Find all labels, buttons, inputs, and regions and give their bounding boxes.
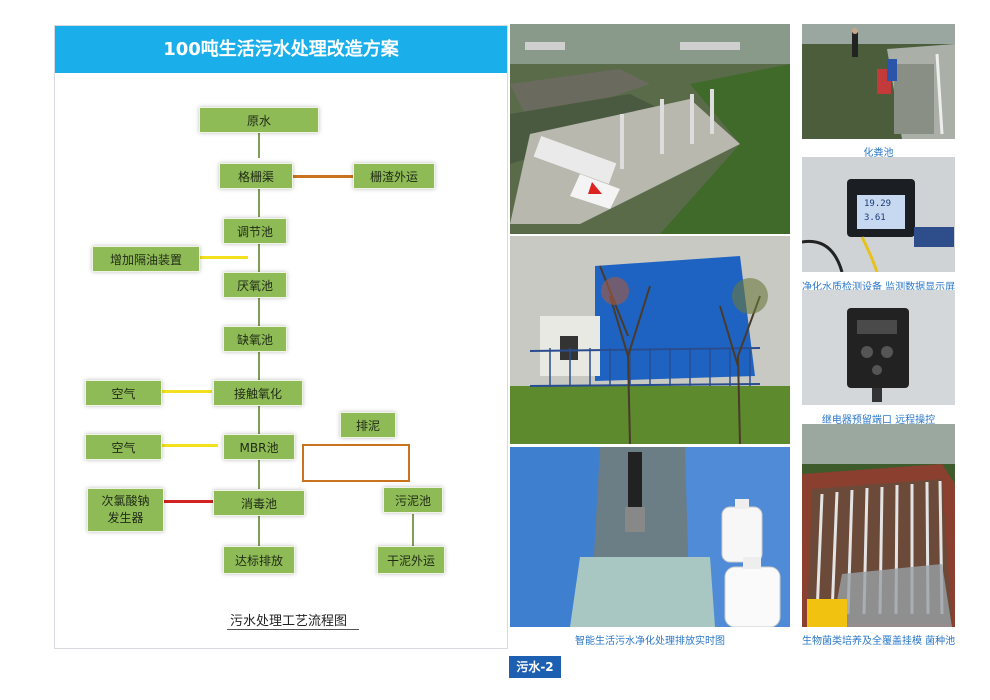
side-sludge-discharge: 排泥	[340, 412, 396, 438]
yellow-line	[198, 256, 248, 259]
caption-septic-tank: 化粪池	[863, 148, 894, 159]
photo-water-monitor: 19.29 3.61	[802, 157, 955, 272]
step-raw-water: 原水	[199, 107, 319, 133]
caption-underline	[227, 629, 359, 630]
flowchart-panel: 100吨生活污水处理改造方案 原水 格栅渠 调节池 厌氧池 缺氧池 接触氧化 M…	[54, 25, 508, 649]
flow-connector	[258, 458, 260, 489]
orange-line	[287, 175, 353, 178]
yellow-line	[160, 390, 212, 393]
step-contact-oxidation: 接触氧化	[213, 380, 303, 406]
photo-equipment-building	[510, 236, 790, 444]
caption-bio-module: 生物菌类培养及全覆盖挂模 菌种池	[802, 636, 956, 647]
photo-bio-module	[802, 424, 955, 627]
side-air-2: 空气	[85, 434, 162, 460]
flow-connector	[258, 350, 260, 380]
flow-connector	[258, 296, 260, 326]
flowchart-caption: 污水处理工艺流程图	[230, 614, 348, 629]
monitor-reading-2: 3.61	[864, 213, 886, 223]
step-anoxic-tank: 缺氧池	[223, 326, 287, 352]
flow-connector	[258, 514, 260, 546]
step-regulating-tank: 调节池	[223, 218, 287, 244]
photo-septic-tank	[802, 24, 955, 139]
side-sludge-pool: 污泥池	[383, 487, 443, 513]
side-air-1: 空气	[85, 380, 162, 406]
side-oil-device: 增加隔油装置	[92, 246, 200, 272]
caption-relay: 继电器预留端口 远程操控	[821, 415, 936, 426]
red-line	[162, 500, 214, 503]
side-chlorine-generator: 次氯酸钠 发生器	[87, 488, 164, 532]
orange-sludge-frame	[302, 444, 410, 482]
flow-connector	[258, 131, 260, 158]
page-label: 污水-2	[509, 656, 561, 678]
caption-monitor: 净化水质检测设备 监测数据显示屏	[802, 282, 956, 293]
step-screen-channel: 格栅渠	[219, 163, 293, 189]
flow-connector	[412, 514, 414, 546]
monitor-reading-1: 19.29	[864, 199, 892, 209]
photo-discharge-tank	[510, 447, 790, 627]
side-grid-waste: 栅渣外运	[353, 163, 435, 189]
flow-connector	[258, 405, 260, 434]
step-disinfection-tank: 消毒池	[213, 490, 305, 516]
page-title: 100吨生活污水处理改造方案	[55, 26, 507, 73]
step-discharge: 达标排放	[223, 546, 295, 574]
photo-relay-box	[802, 290, 955, 405]
photo-channel-site	[510, 24, 790, 234]
yellow-line	[160, 444, 218, 447]
flow-connector	[258, 242, 260, 272]
step-anaerobic-tank: 厌氧池	[223, 272, 287, 298]
flow-connector	[258, 186, 260, 217]
caption-discharge: 智能生活污水净化处理排放实时图	[575, 636, 725, 647]
step-mbr-tank: MBR池	[223, 434, 295, 460]
side-dry-sludge: 干泥外运	[377, 546, 445, 574]
